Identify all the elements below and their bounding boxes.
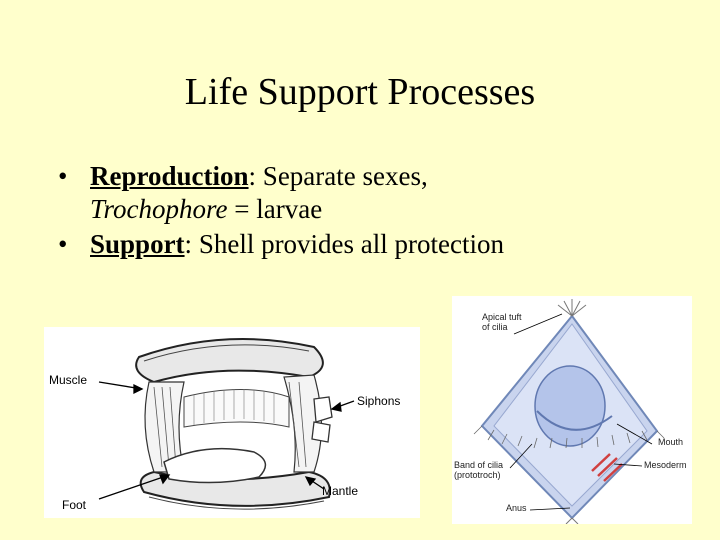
label-band-of-cilia: Band of cilia (prototroch)	[454, 460, 504, 480]
clam-illustration	[98, 338, 355, 510]
trochophore-diagram: Apical tuft of cilia Mouth Band of cilia…	[452, 296, 692, 524]
reproduction-text: Separate sexes,	[256, 161, 428, 191]
label-mesoderm: Mesoderm	[644, 460, 687, 470]
bullet-marker: •	[58, 161, 68, 191]
label-mantle: Mantle	[322, 484, 359, 498]
bullet-support: • Support: Shell provides all protection	[58, 228, 504, 259]
label-mouth: Mouth	[658, 437, 684, 447]
label-foot: Foot	[62, 498, 87, 512]
clam-diagram: Muscle Siphons Mantle Foot	[44, 327, 420, 518]
bullet-list: • Reproduction: Separate sexes, Trochoph…	[58, 160, 698, 263]
label-siphons: Siphons	[357, 394, 401, 408]
trochophore-term: Trochophore	[90, 193, 228, 224]
term-reproduction: Reproduction	[90, 161, 249, 191]
bullet-reproduction: • Reproduction: Separate sexes, Trochoph…	[58, 161, 428, 224]
larvae-text: = larvae	[227, 193, 323, 224]
label-apical-tuft: Apical tuft of cilia	[482, 312, 522, 332]
trochophore-illustration	[473, 299, 665, 524]
term-support: Support	[90, 228, 185, 259]
bullet-marker: •	[58, 228, 68, 259]
label-muscle: Muscle	[49, 373, 88, 387]
support-text: Shell provides all protection	[192, 228, 504, 259]
label-anus: Anus	[506, 503, 527, 513]
slide-title: Life Support Processes	[184, 71, 536, 113]
